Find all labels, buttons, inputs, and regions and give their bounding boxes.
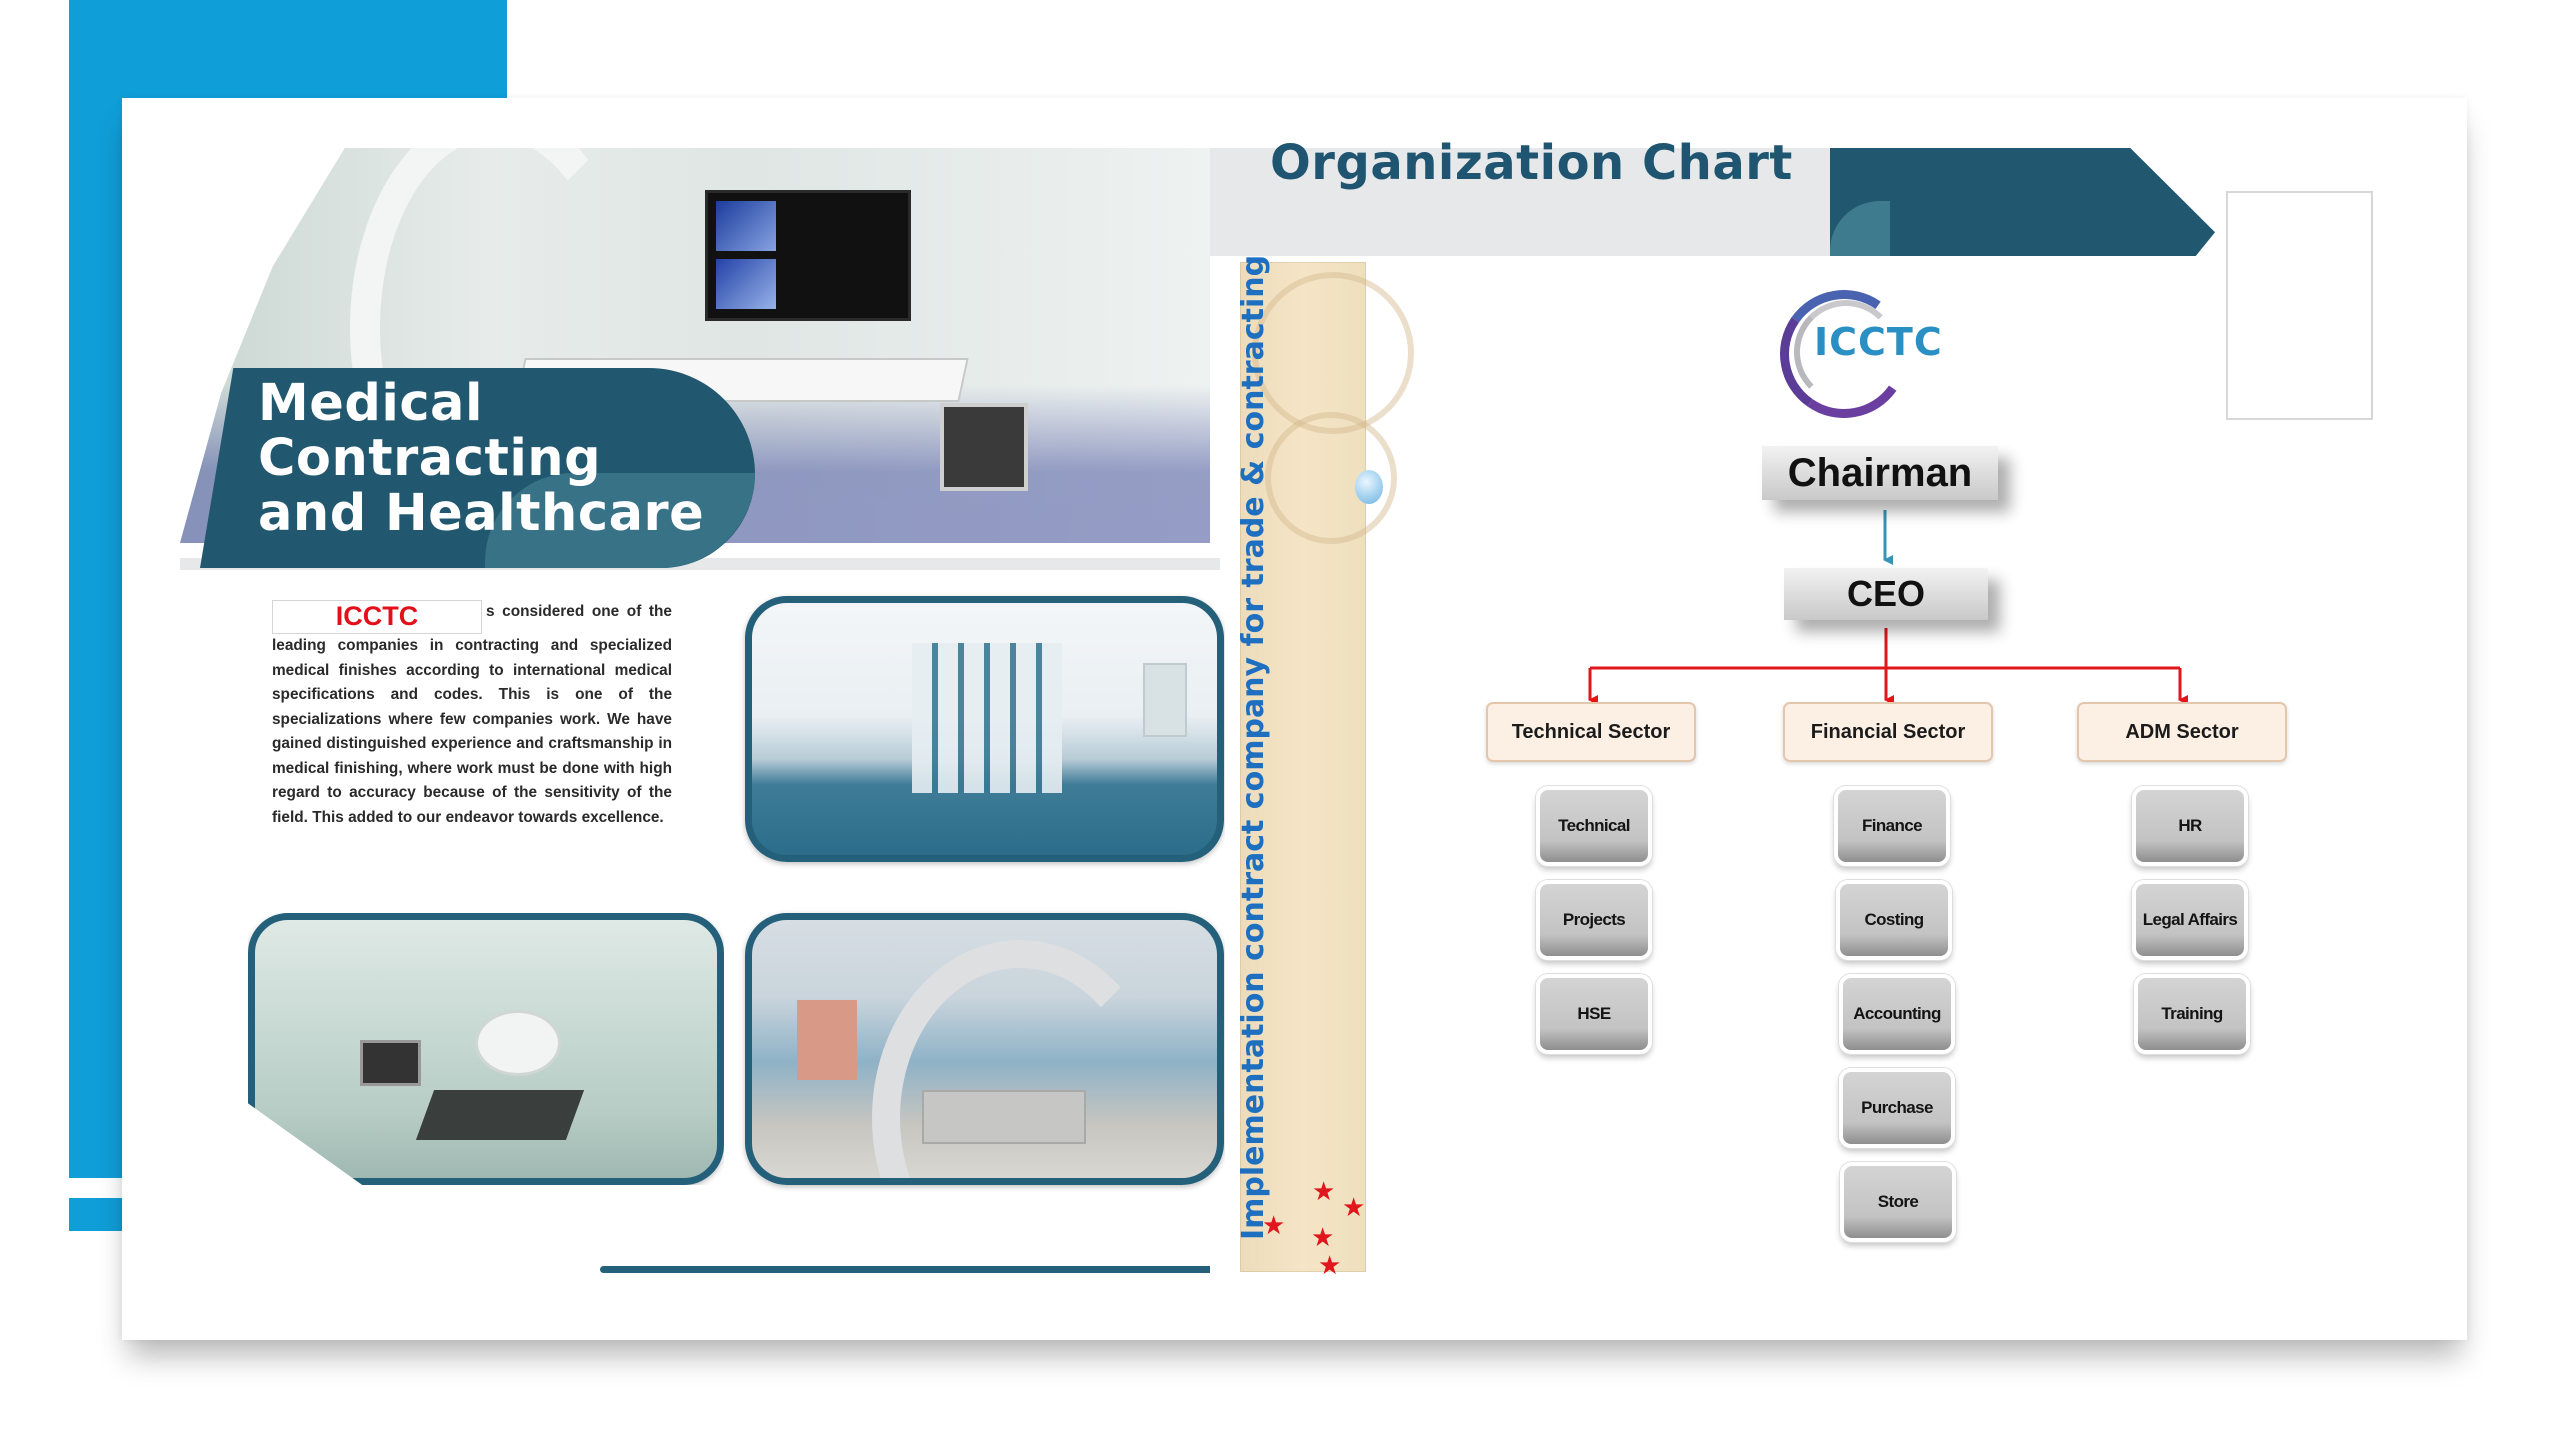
- node-dept-costing: Costing: [1836, 880, 1952, 960]
- photo-c-arm-room: [745, 913, 1224, 1185]
- node-adm-sector: ADM Sector: [2077, 702, 2287, 762]
- node-dept-legal-affairs: Legal Affairs: [2132, 880, 2248, 960]
- accent-block-bottom: [69, 1198, 123, 1231]
- accent-block-top: [69, 0, 507, 98]
- node-technical-sector: Technical Sector: [1486, 702, 1696, 762]
- node-financial-sector: Financial Sector: [1783, 702, 1993, 762]
- empty-placeholder-frame: [2226, 191, 2373, 420]
- about-text: s considered one of the leading companie…: [272, 603, 672, 826]
- node-dept-training: Training: [2134, 974, 2250, 1054]
- node-dept-store: Store: [1840, 1162, 1956, 1242]
- org-header-band: [1210, 148, 1830, 256]
- hero-title: Medical Contracting and Healthcare: [258, 376, 778, 541]
- brand-name: ICCTC: [272, 600, 482, 634]
- hero-title-banner: [200, 368, 755, 568]
- bubble-decoration: [1355, 470, 1383, 504]
- hero-title-line: Contracting: [258, 429, 602, 488]
- company-logo: ICCTC: [1769, 279, 1990, 429]
- star-icon: ★: [1318, 1250, 1342, 1280]
- photo-hospital-corridor: [745, 596, 1224, 862]
- node-dept-accounting: Accounting: [1839, 974, 1955, 1054]
- photo-operating-theatre: [248, 913, 724, 1185]
- logo-text: ICCTC: [1814, 320, 1943, 364]
- node-ceo: CEO: [1784, 568, 1988, 620]
- node-dept-purchase: Purchase: [1839, 1068, 1955, 1148]
- star-icon: ★: [1312, 1176, 1336, 1206]
- org-chart-title: Organization Chart: [1270, 135, 1793, 191]
- hero-photo-operating-room: [180, 148, 1210, 543]
- brochure-page: Medical Contracting and Healthcare ICCTC…: [180, 148, 1225, 1283]
- star-icon: ★: [1342, 1192, 1366, 1222]
- tagline-ribbon: [1240, 262, 1414, 1272]
- hero-title-line: Medical: [258, 374, 483, 433]
- node-chairman: Chairman: [1762, 446, 1998, 500]
- footer-divider: [600, 1266, 1210, 1273]
- accent-bar-left: [69, 0, 123, 1178]
- tagline-text: Implementation contract company for trad…: [1236, 254, 1271, 1240]
- star-icon: ★: [1311, 1222, 1335, 1252]
- node-dept-technical: Technical: [1536, 786, 1652, 866]
- hero-title-line: and Healthcare: [258, 484, 705, 543]
- node-dept-hr: HR: [2132, 786, 2248, 866]
- node-dept-projects: Projects: [1536, 880, 1652, 960]
- node-dept-finance: Finance: [1834, 786, 1950, 866]
- star-icon: ★: [1262, 1210, 1286, 1240]
- node-dept-hse: HSE: [1536, 974, 1652, 1054]
